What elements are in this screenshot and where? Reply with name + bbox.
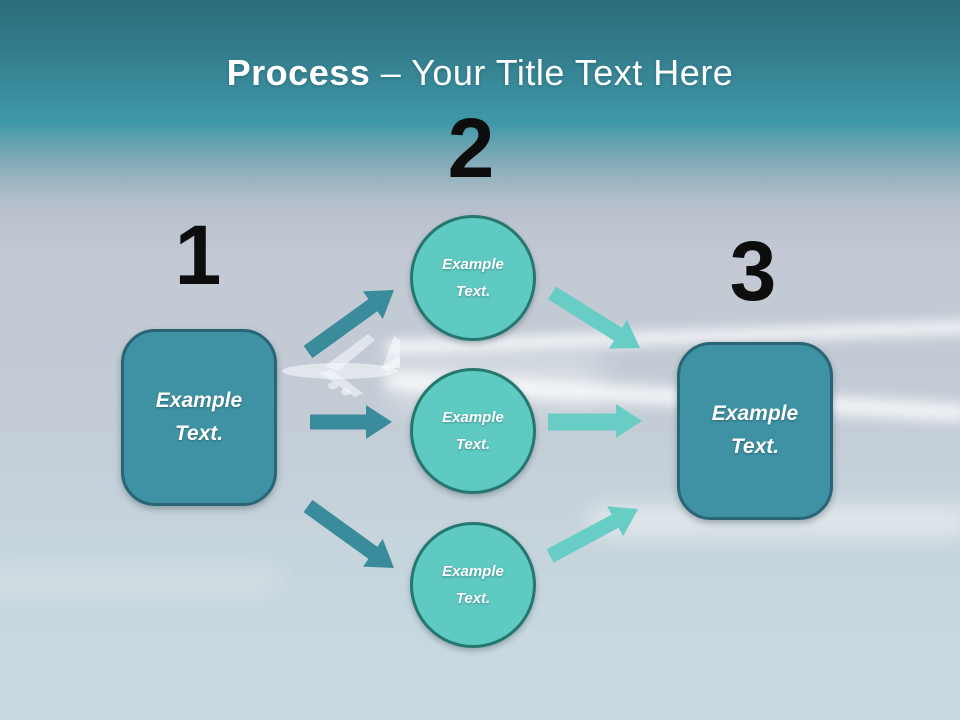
arrow-dark-right-icon bbox=[310, 405, 392, 439]
circle-label: Example Text. bbox=[442, 563, 504, 607]
process-box-step-1: Example Text. bbox=[121, 329, 277, 506]
step-number-3: 3 bbox=[729, 224, 777, 318]
process-box-step-3: Example Text. bbox=[677, 342, 833, 520]
arrow-light-right-icon bbox=[548, 404, 642, 438]
circle-label: Example Text. bbox=[442, 256, 504, 300]
box-label: Example Text. bbox=[711, 402, 799, 458]
arrow-dark-up-icon bbox=[303, 290, 394, 359]
arrow-light-down-icon bbox=[548, 286, 640, 349]
arrow-light-up-icon bbox=[546, 506, 638, 563]
circle-label: Example Text. bbox=[442, 409, 504, 453]
slide-title-regular: – Your Title Text Here bbox=[380, 52, 734, 93]
process-circle-bottom: Example Text. bbox=[410, 522, 536, 648]
arrow-dark-down-icon bbox=[303, 499, 394, 568]
process-circle-top: Example Text. bbox=[410, 215, 536, 341]
box-label: Example Text. bbox=[155, 388, 243, 445]
process-circle-middle: Example Text. bbox=[410, 368, 536, 494]
step-number-1: 1 bbox=[174, 208, 222, 302]
slide-title-bold: Process bbox=[226, 52, 371, 93]
slide-title: Process – Your Title Text Here bbox=[0, 52, 960, 94]
airplane-icon bbox=[282, 334, 400, 397]
step-number-2: 2 bbox=[447, 101, 495, 195]
